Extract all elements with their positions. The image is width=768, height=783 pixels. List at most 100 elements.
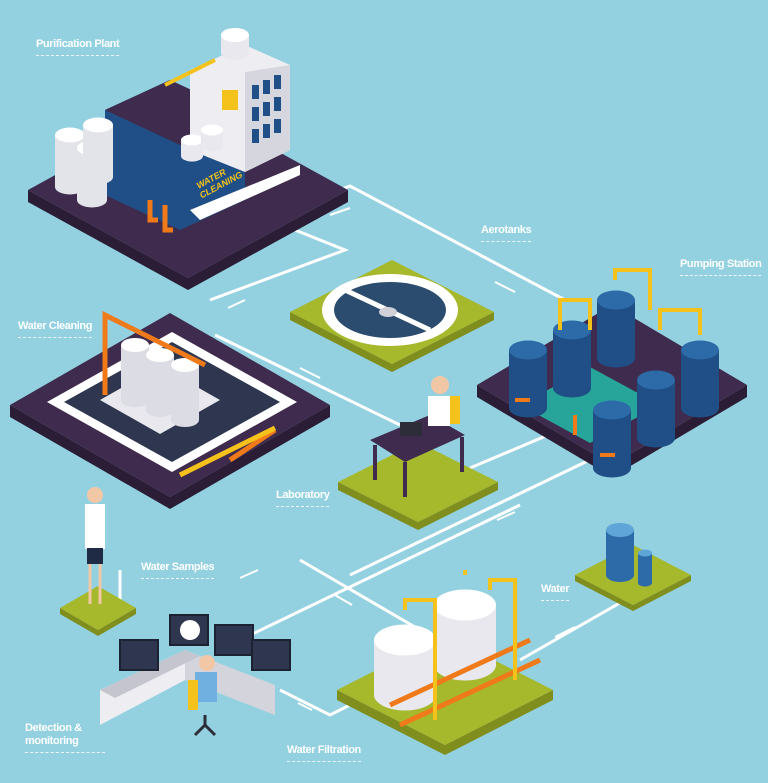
plant-window [252, 107, 259, 121]
operator-chair-base [193, 715, 217, 737]
pumping-tank-6 [681, 350, 719, 408]
lab-chair [450, 396, 460, 424]
sampler-head [87, 487, 103, 503]
console-keys [100, 650, 200, 698]
plant-silo-2-bottom [83, 169, 113, 185]
flow-line-pumping-filtration [349, 453, 601, 577]
water-bottle-large [606, 530, 634, 575]
plant-window [274, 75, 281, 89]
plant-small-tank-2-top [201, 124, 223, 136]
plant-window [263, 80, 270, 94]
cleaning-silo-1 [146, 355, 174, 410]
arrow-6-icon [334, 594, 353, 606]
plant-pipes [147, 200, 173, 233]
arrow-9-icon [297, 702, 313, 711]
flow-line-lab-detection [239, 503, 521, 642]
filtration-tank-2-bottom [434, 649, 496, 681]
monitor-petri-dish [180, 620, 200, 640]
pumping-tank-3-bottom [597, 348, 635, 368]
pumping-pipes-orange [515, 398, 615, 457]
pumping-pipes-yellow [558, 268, 702, 335]
lab-laptop [400, 422, 422, 436]
plant-silo-0-top [55, 127, 85, 143]
scientist-coat [428, 396, 450, 426]
cleaning-silo-0-top [121, 338, 149, 352]
plant-silo-2 [83, 125, 113, 177]
plant-walkway [190, 165, 300, 220]
lab-platform [338, 442, 498, 522]
arrow-3-icon [227, 299, 246, 309]
cleaning-silo-1-bottom [146, 403, 174, 417]
cleaning-silo-0-bottom [121, 393, 149, 407]
operator-head [199, 655, 215, 671]
pumping-tank-5-bottom [637, 428, 675, 448]
plant-small-tank-1-bottom [181, 150, 203, 162]
plant-window [263, 124, 270, 138]
pumping-tank-4 [593, 410, 631, 468]
water-platform-side [575, 575, 691, 611]
filtration-tank-2-top [434, 589, 496, 621]
label-water: Water [541, 583, 570, 601]
pumping-tank-6-top [681, 340, 719, 360]
flow-line-samples-filtration [299, 558, 421, 632]
plant-small-tank-1-top [181, 134, 203, 146]
plant-roof-tank-top [221, 28, 249, 42]
operator-shirt [195, 672, 217, 702]
pumping-tank-2-top [553, 320, 591, 340]
pumping-tank-3 [597, 300, 635, 358]
label-water-filtration: Water Filtration [287, 744, 361, 762]
plant-silo-2-top [83, 117, 113, 133]
scientist-head [431, 376, 449, 394]
sampler-coat [85, 504, 105, 549]
label-laboratory: Laboratory [276, 489, 330, 507]
water-bottle-large-bottom [606, 568, 634, 582]
plant-window [252, 85, 259, 99]
cleaning-pipes [102, 310, 277, 463]
label-aerotanks: Aerotanks [481, 224, 532, 242]
flow-line-plant-aerotanks [209, 228, 350, 302]
cleaning-silo-2-bottom [171, 413, 199, 427]
arrow-7-icon [554, 626, 576, 638]
flow-line-filtration-water [519, 598, 626, 662]
sampler-skirt [87, 548, 103, 564]
plant-roof-tank-bottom [221, 46, 249, 60]
water-bottle-small-top [638, 549, 652, 557]
label-purification-plant: Purification Plant [36, 38, 120, 56]
pumping-tank-1-top [509, 340, 547, 360]
pumping-tank-5-top [637, 370, 675, 390]
arrow-8-icon [496, 511, 516, 521]
arrow-5-icon [239, 569, 259, 579]
lab-platform-side [338, 482, 498, 530]
cleaning-silo-0 [121, 345, 149, 400]
samples-platform-side [60, 608, 136, 636]
pumping-tank-1-bottom [509, 398, 547, 418]
filtration-tank-1-top [374, 624, 436, 656]
monitor-screen-1 [119, 639, 159, 671]
plant-silo-1-bottom [77, 192, 107, 208]
pumping-tank-4-bottom [593, 458, 631, 478]
filtration-pipes-yellow [403, 570, 517, 720]
plant-small-tank-2-bottom [201, 140, 223, 152]
cleaning-silo-2 [171, 365, 199, 420]
operator-chair [188, 680, 198, 710]
plant-tower-sign [222, 90, 238, 110]
pumping-tank-2-bottom [553, 378, 591, 398]
cleaning-rail [178, 425, 277, 478]
filtration-tank-1-bottom [374, 679, 436, 711]
pumping-tank-2 [553, 330, 591, 388]
monitor-screen-4 [251, 639, 291, 671]
water-bottle-large-top [606, 523, 634, 537]
water-bottle-small-bottom [638, 579, 652, 587]
label-detection-monitoring: Detection & monitoring [25, 722, 105, 753]
samples-platform [60, 586, 136, 630]
label-water-cleaning: Water Cleaning [18, 320, 92, 338]
lab-desk-legs [373, 437, 464, 497]
plant-window [274, 97, 281, 111]
monitor-screen-3 [214, 624, 254, 656]
plant-window [263, 102, 270, 116]
water-bottle-small [638, 553, 652, 583]
arrow-2-icon [494, 281, 516, 293]
arrow-1-icon [329, 207, 351, 216]
flow-line-cleaning-lab [214, 333, 401, 427]
